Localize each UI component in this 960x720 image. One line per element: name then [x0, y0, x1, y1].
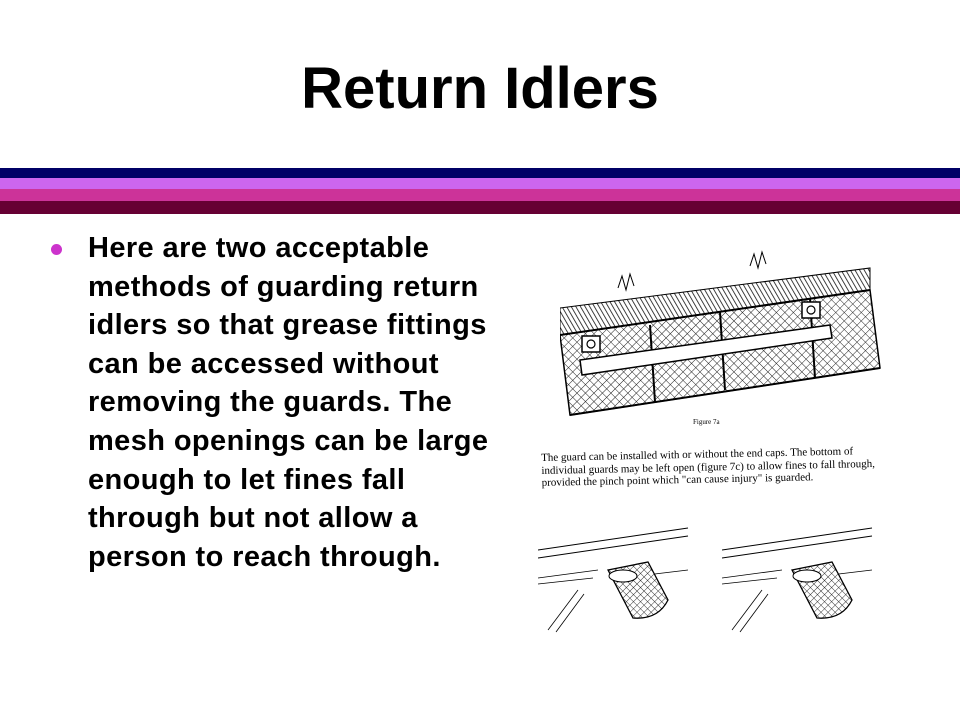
stripe-navy	[0, 168, 960, 178]
bullet-text: Here are two acceptable methods of guard…	[88, 232, 489, 573]
decorative-stripes	[0, 168, 960, 214]
figure-label: Figure 7a	[693, 418, 720, 426]
idler-guard-drawing	[560, 250, 881, 416]
stripe-magenta	[0, 189, 960, 201]
slide-title: Return Idlers	[301, 56, 659, 121]
bullet-icon	[51, 244, 62, 255]
figure-caption: The guard can be installed with or witho…	[541, 445, 876, 489]
stripe-lavender	[0, 178, 960, 189]
guard-detail-drawing-left	[538, 527, 689, 633]
stripe-maroon	[0, 201, 960, 214]
guard-detail-drawing-right	[722, 527, 873, 633]
